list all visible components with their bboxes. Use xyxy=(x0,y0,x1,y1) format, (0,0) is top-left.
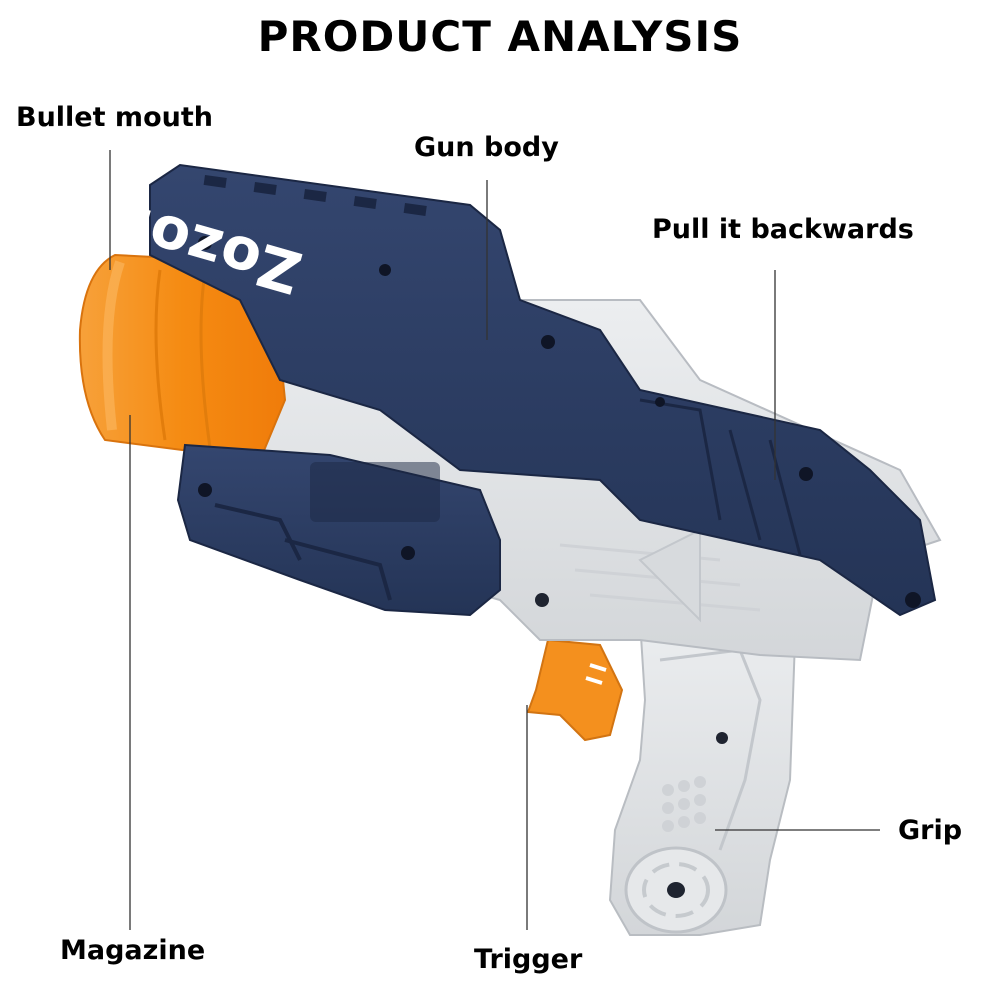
grip-part xyxy=(608,608,797,936)
leader-lines xyxy=(109,150,880,930)
label-pull-backwards: Pull it backwards xyxy=(652,214,914,245)
label-magazine: Magazine xyxy=(60,935,206,966)
label-trigger: Trigger xyxy=(474,944,583,975)
barrel-part xyxy=(78,253,287,462)
trigger-part xyxy=(526,638,624,742)
label-grip: Grip xyxy=(898,815,963,846)
page-title: PRODUCT ANALYSIS xyxy=(257,12,743,61)
magazine-part xyxy=(176,443,501,617)
label-bullet-mouth: Bullet mouth xyxy=(16,102,213,133)
label-gun-body: Gun body xyxy=(414,132,559,163)
